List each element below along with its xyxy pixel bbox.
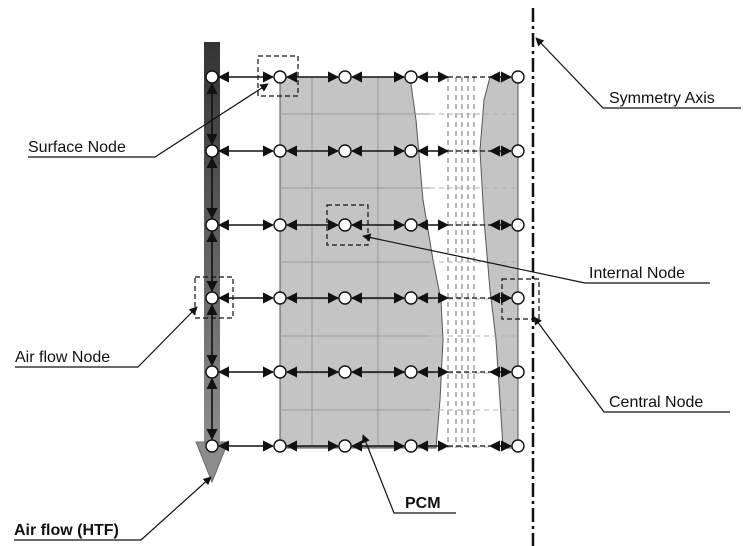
- pcm-node: [511, 365, 525, 379]
- pcm-node: [273, 144, 287, 158]
- air-flow-node: [205, 218, 219, 232]
- air-flow-node: [205, 70, 219, 84]
- pcm-node: [404, 291, 418, 305]
- leader-lines: [14, 37, 741, 541]
- central-node-label: Central Node: [609, 394, 703, 411]
- pcm-node: [338, 144, 352, 158]
- pcm-node: [511, 218, 525, 232]
- pcm-node: [511, 144, 525, 158]
- pcm-node: [273, 365, 287, 379]
- air-flow-node: [205, 365, 219, 379]
- pcm-node: [511, 291, 525, 305]
- pcm-center-sliver: [479, 76, 519, 449]
- pcm-node: [338, 439, 352, 453]
- pcm-node: [511, 439, 525, 453]
- pcm-node: [273, 70, 287, 84]
- pcm-node: [338, 365, 352, 379]
- air-flow-node: [205, 144, 219, 158]
- air-flow-htf-label: Air flow (HTF): [14, 522, 119, 539]
- pcm-node: [338, 291, 352, 305]
- surface-node-label: Surface Node: [28, 139, 126, 156]
- internal-node-leader: [362, 233, 710, 284]
- internal-node-highlight: [326, 204, 369, 246]
- pcm-node: [404, 218, 418, 232]
- pcm-label: PCM: [405, 495, 441, 512]
- surface-node-highlight: [257, 55, 299, 97]
- central-node-highlight: [501, 278, 540, 320]
- pcm-node: [511, 70, 525, 84]
- pcm-node: [338, 70, 352, 84]
- pcm-node: [273, 439, 287, 453]
- pcm-node: [404, 144, 418, 158]
- pcm-node: [404, 365, 418, 379]
- symmetry-axis-label: Symmetry Axis: [609, 90, 715, 107]
- pcm-node: [273, 218, 287, 232]
- air-flow-node: [205, 291, 219, 305]
- pcm-leader: [361, 434, 456, 514]
- central-node-leader: [533, 316, 730, 413]
- air-flow-node: [205, 439, 219, 453]
- node-grid: [205, 70, 525, 453]
- pcm-node: [404, 70, 418, 84]
- air-flow-htf-leader: [14, 476, 212, 541]
- pcm-node: [273, 291, 287, 305]
- pcm-node: [338, 218, 352, 232]
- internal-node-label: Internal Node: [589, 265, 685, 282]
- air-flow-node-highlight: [194, 276, 234, 319]
- pcm-node: [404, 439, 418, 453]
- symmetry-axis-leader: [535, 37, 741, 109]
- surface-node-leader: [28, 83, 269, 158]
- air-flow-node-leader: [15, 306, 198, 368]
- air-flow-node-label: Air flow Node: [15, 349, 110, 366]
- horizontal-connections: [217, 71, 513, 452]
